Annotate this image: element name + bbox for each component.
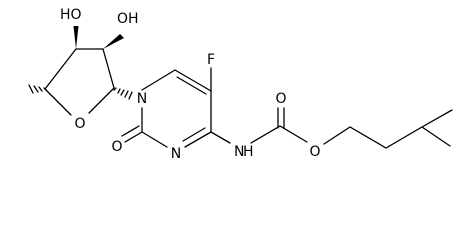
bond-nh-carbonyl-c xyxy=(250,125,281,144)
bond-n3-c2 xyxy=(141,131,168,148)
bond-c4-o xyxy=(88,87,115,114)
bond-methyl-branch xyxy=(421,126,451,147)
sugar-ring xyxy=(28,26,133,116)
atom-label-ho: HO xyxy=(60,7,82,23)
atom-label-o-ester: O xyxy=(309,144,320,160)
hashed-bond-n1 xyxy=(113,87,133,100)
pyrimidine-ring xyxy=(121,67,231,148)
isopentyl-chain xyxy=(323,109,453,149)
wedge-c2-oh xyxy=(73,26,79,49)
atom-label-n3: N xyxy=(171,146,181,162)
bond-c4-nh xyxy=(210,131,231,144)
bond-c2-o-double xyxy=(121,125,140,137)
atom-label-nh-h: H xyxy=(243,144,254,160)
wedge-c3-oh xyxy=(103,34,124,49)
atom-label-oh: OH xyxy=(117,11,139,27)
bond-c4-n3-double xyxy=(182,127,206,142)
atom-label-o-ring: O xyxy=(74,116,85,132)
bond-n1-c6 xyxy=(141,69,176,91)
bond-c6-c5 xyxy=(174,69,212,92)
molecule-structure: HO OH O N F O N N H O O xyxy=(28,7,453,162)
bond-carbonyl-c-oester xyxy=(279,125,308,143)
atom-label-o-carbonyl-pyr: O xyxy=(111,139,122,155)
bond-c1-c2 xyxy=(44,48,77,90)
atom-label-nh-n: N xyxy=(234,144,244,160)
atom-label-o-carbonyl-carbamate: O xyxy=(275,91,286,107)
bond-c3-c4 xyxy=(102,48,115,89)
atom-label-n1: N xyxy=(137,91,147,107)
bond-c6-c5-double xyxy=(176,76,207,95)
hashed-bond-methyl xyxy=(28,84,47,94)
carbamate-chain xyxy=(250,107,453,149)
bond-o-c1 xyxy=(44,88,72,116)
bond-c4-n3 xyxy=(184,131,212,148)
bond-c2-o xyxy=(124,131,143,143)
atom-label-f: F xyxy=(207,52,215,68)
